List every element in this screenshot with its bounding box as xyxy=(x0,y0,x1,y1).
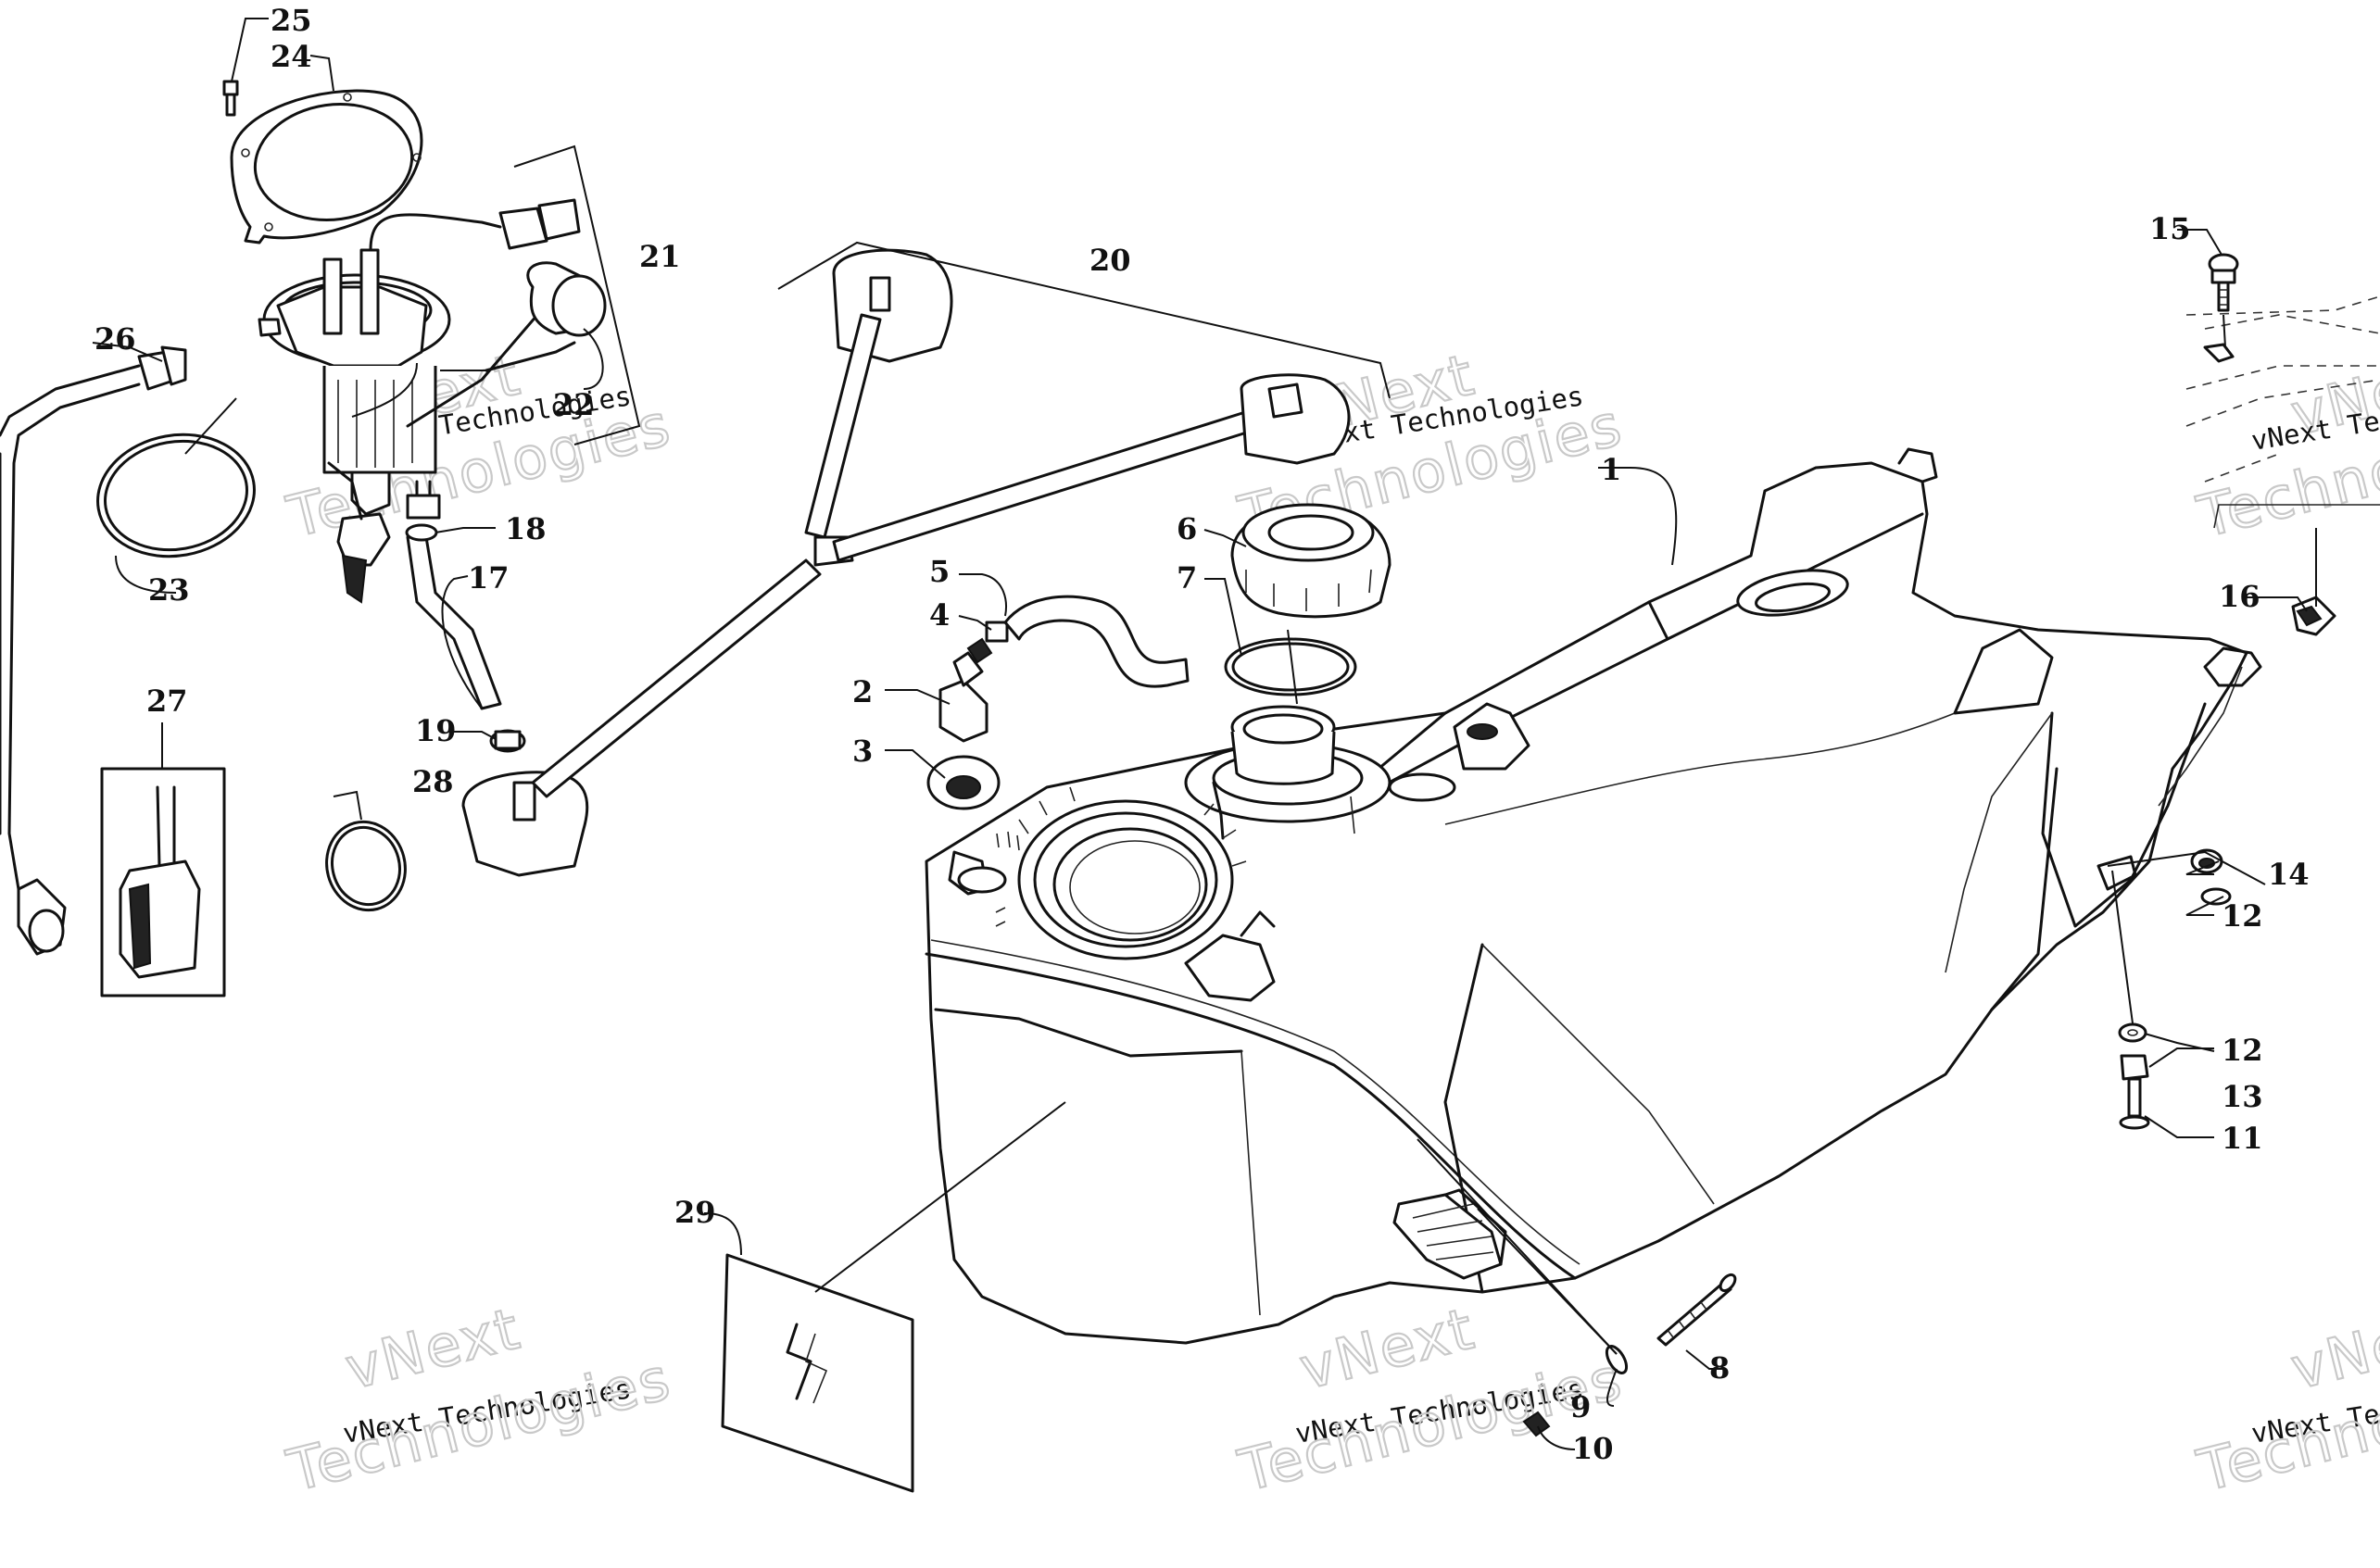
callout-14: 14 xyxy=(2268,857,2310,892)
callout-26: 26 xyxy=(94,321,136,357)
callout-6: 6 xyxy=(1177,511,1197,546)
filler-neck xyxy=(1230,705,1336,785)
watermark-bottom-right: vNext vNext Technologies Technologies xyxy=(2190,1293,2380,1506)
mounting-bracket-dashed xyxy=(2185,295,2380,529)
callout-18: 18 xyxy=(505,511,547,546)
bolt-11 xyxy=(2119,1077,2150,1130)
callout-10: 10 xyxy=(1572,1431,1614,1466)
callout-17: 17 xyxy=(468,560,510,596)
fuel-cap-6 xyxy=(1230,503,1391,619)
vent-hose-5 xyxy=(1003,595,1190,688)
warning-label-29 xyxy=(721,1253,914,1493)
grommet-3 xyxy=(926,755,1001,810)
rollover-valve-2 xyxy=(938,637,993,743)
callout-27: 27 xyxy=(146,684,188,719)
grommet-16 xyxy=(2291,596,2336,636)
callout-1: 1 xyxy=(1601,452,1621,487)
callout-29: 29 xyxy=(674,1195,716,1230)
cap-seal-7 xyxy=(1224,637,1357,696)
screw-15 xyxy=(2208,253,2239,312)
callout-12-lower: 12 xyxy=(2222,1033,2263,1068)
fuel-pump-assembly xyxy=(258,198,607,604)
watermark-top-right: vNext vNext Technologies Technologies xyxy=(2190,339,2380,552)
callout-labels: 1 2 3 4 5 6 7 8 9 10 11 12 12 13 14 15 1… xyxy=(94,3,2310,1466)
fuel-line-26 xyxy=(0,345,187,956)
clip-28 xyxy=(325,820,407,912)
bolt-8 xyxy=(1656,1273,1737,1347)
callout-3: 3 xyxy=(852,734,873,769)
clamp-19 xyxy=(489,729,526,753)
callout-5: 5 xyxy=(929,554,950,589)
clamp-4 xyxy=(985,621,1009,643)
callout-9: 9 xyxy=(1570,1389,1591,1424)
nut-10 xyxy=(1522,1411,1551,1437)
washer-12-upper xyxy=(2200,887,2232,906)
hose-17 xyxy=(406,535,502,710)
watermark-bottom-left: vNext vNext Technologies Technologies xyxy=(280,1293,679,1506)
callout-11: 11 xyxy=(2222,1121,2263,1156)
washer-12-lower xyxy=(2118,1022,2147,1043)
callout-13: 13 xyxy=(2222,1079,2263,1114)
callout-22: 22 xyxy=(553,387,595,422)
vent-line-assembly-20 xyxy=(461,248,1351,877)
o-ring-23 xyxy=(96,433,256,558)
watermark-brand: vNext xyxy=(2285,1294,2380,1402)
clamp-18 xyxy=(405,523,438,542)
callout-24: 24 xyxy=(271,39,312,74)
screw-25 xyxy=(222,80,239,117)
harness-27 xyxy=(100,767,226,997)
callout-2: 2 xyxy=(852,674,873,709)
fuel-tank xyxy=(925,447,2262,1345)
callout-4: 4 xyxy=(929,597,950,633)
callout-20: 20 xyxy=(1089,243,1131,278)
callout-25: 25 xyxy=(271,3,312,38)
callout-15: 15 xyxy=(2149,211,2191,246)
callout-12-upper: 12 xyxy=(2222,898,2263,934)
level-sender-float-22 xyxy=(485,341,576,372)
callout-23: 23 xyxy=(148,572,190,608)
callout-7: 7 xyxy=(1177,560,1197,596)
pump-mounting-ring xyxy=(230,89,423,245)
callout-16: 16 xyxy=(2219,579,2260,614)
spacer-13 xyxy=(2120,1054,2149,1081)
leader-lines xyxy=(92,18,2317,1450)
callout-21: 21 xyxy=(639,239,681,274)
callout-8: 8 xyxy=(1709,1350,1730,1386)
callout-28: 28 xyxy=(412,764,454,799)
callout-19: 19 xyxy=(415,713,457,748)
